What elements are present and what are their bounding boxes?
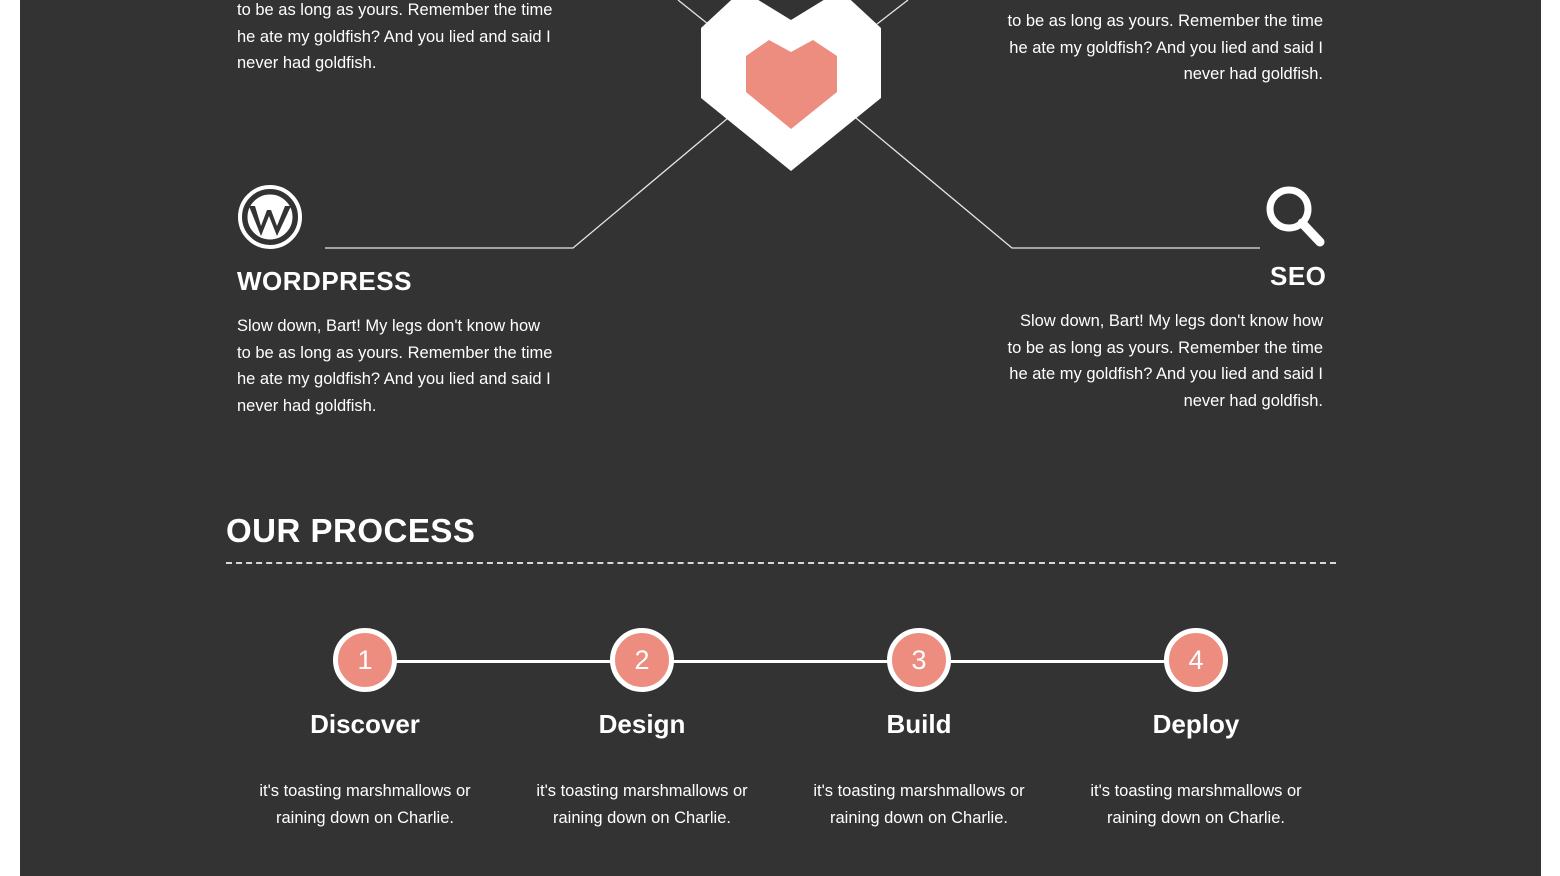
service-title-wordpress: WORDPRESS: [237, 266, 412, 296]
connector-lines: [325, 0, 1260, 249]
step-description: it's toasting marshmallows or raining do…: [536, 782, 748, 827]
service-top-left-text: to be as long as yours. Remember the tim…: [237, 1, 553, 72]
service-title-seo: SEO: [1270, 261, 1327, 291]
section-title-process: OUR PROCESS: [226, 512, 476, 549]
service-seo-text: Slow down, Bart! My legs don't know how …: [1007, 312, 1323, 410]
search-icon: [1264, 184, 1326, 253]
service-top-right-text: to be as long as yours. Remember the tim…: [1007, 12, 1323, 83]
process-step-discover: 1 Discover it's toasting marshmallows or…: [245, 628, 485, 831]
step-description: it's toasting marshmallows or raining do…: [259, 782, 471, 827]
process-timeline-line: [366, 660, 1196, 663]
connector-line-seo: [855, 117, 1260, 249]
connector-line-top-right: [876, 0, 909, 25]
step-title: Design: [598, 709, 686, 739]
connector-line-top-left: [677, 0, 709, 25]
step-description: it's toasting marshmallows or raining do…: [1090, 782, 1302, 827]
step-description: it's toasting marshmallows or raining do…: [813, 782, 1025, 827]
heart-icon: [700, 0, 882, 174]
process-step-deploy: 4 Deploy it's toasting marshmallows or r…: [1076, 628, 1316, 831]
step-title: Discover: [310, 709, 420, 739]
connector-line-wordpress: [325, 117, 729, 249]
page-section: to be as long as yours. Remember the tim…: [20, 0, 1541, 876]
step-number-badge: 4: [1164, 628, 1228, 692]
step-number-badge: 1: [333, 628, 397, 692]
step-number-badge: 2: [610, 628, 674, 692]
section-divider: [226, 562, 1336, 564]
wordpress-icon: [237, 184, 303, 255]
process-step-build: 3 Build it's toasting marshmallows or ra…: [799, 628, 1039, 831]
process-step-design: 2 Design it's toasting marshmallows or r…: [522, 628, 762, 831]
service-wordpress-text: Slow down, Bart! My legs don't know how …: [237, 317, 553, 415]
step-number-badge: 3: [887, 628, 951, 692]
step-title: Build: [886, 709, 952, 739]
step-title: Deploy: [1152, 709, 1240, 739]
